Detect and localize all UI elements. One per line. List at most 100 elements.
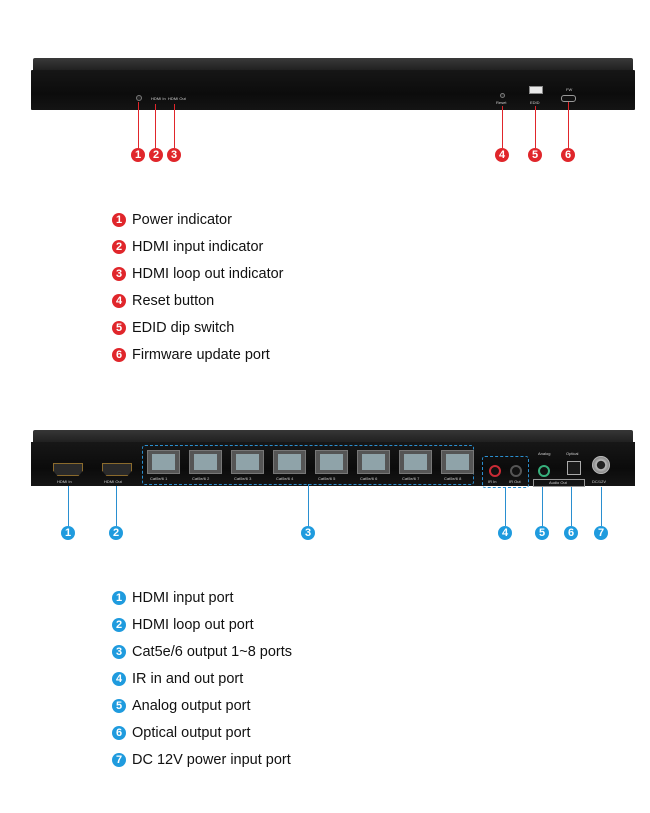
legend-text: Firmware update port: [132, 346, 270, 363]
front-legend-item: 4 Reset button: [112, 287, 284, 314]
rear-callout-badge-2: 2: [109, 526, 123, 540]
cat-port-5[interactable]: [315, 450, 348, 474]
legend-text: Reset button: [132, 292, 215, 309]
front-legend-item: 1 Power indicator: [112, 206, 284, 233]
rear-callout-badge-1: 1: [61, 526, 75, 540]
front-legend-item: 2 HDMI input indicator: [112, 233, 284, 260]
callout-line-1: [138, 102, 139, 148]
legend-badge: 1: [112, 590, 126, 605]
cat-port-label: Cat5e/6 3: [234, 476, 252, 481]
callout-badge-2: 2: [149, 148, 163, 162]
rear-legend-item: 2 HDMI loop out port: [112, 611, 292, 638]
edid-dip-switch[interactable]: [529, 86, 543, 94]
front-legend-item: 6 Firmware update port: [112, 341, 284, 368]
legend-text: IR in and out port: [132, 670, 244, 687]
rear-callout-line-7: [601, 487, 602, 526]
hdmi-out-port-label: HDMI Out: [104, 479, 122, 484]
legend-badge: 7: [112, 752, 126, 767]
cat-port-label: Cat5e/6 8: [444, 476, 462, 481]
cat-port-label: Cat5e/6 1: [150, 476, 168, 481]
rear-callout-line-3: [308, 484, 309, 526]
optical-port[interactable]: [567, 461, 581, 475]
rear-legend-item: 6 Optical output port: [112, 719, 292, 746]
callout-badge-4: 4: [495, 148, 509, 162]
rear-callout-line-1: [68, 486, 69, 526]
legend-badge: 5: [112, 320, 126, 335]
cat-port-label: Cat5e/6 2: [192, 476, 210, 481]
callout-line-2: [155, 104, 156, 148]
dc-power-jack[interactable]: [592, 456, 610, 474]
audio-out-box: [533, 479, 585, 487]
legend-badge: 2: [112, 239, 126, 254]
legend-text: Analog output port: [132, 697, 251, 714]
front-panel-top: [33, 58, 633, 72]
rear-callout-badge-7: 7: [594, 526, 608, 540]
hdmi-in-label: HDMI In: [151, 96, 166, 101]
rear-callout-badge-6: 6: [564, 526, 578, 540]
callout-badge-5: 5: [528, 148, 542, 162]
legend-text: EDID dip switch: [132, 319, 235, 336]
rear-panel-top: [33, 430, 633, 444]
cat-port-1[interactable]: [147, 450, 180, 474]
legend-badge: 2: [112, 617, 126, 632]
callout-line-4: [502, 106, 503, 148]
ir-out-label: IR Out: [509, 479, 521, 484]
rear-callout-line-5: [542, 487, 543, 526]
cat-port-3[interactable]: [231, 450, 264, 474]
legend-badge: 1: [112, 212, 126, 227]
front-legend-item: 5 EDID dip switch: [112, 314, 284, 341]
legend-badge: 4: [112, 293, 126, 308]
legend-text: Cat5e/6 output 1~8 ports: [132, 643, 293, 660]
cat-port-4[interactable]: [273, 450, 306, 474]
legend-badge: 6: [112, 347, 126, 362]
ir-out-jack[interactable]: [510, 465, 522, 477]
ir-in-label: IR In: [488, 479, 497, 484]
ir-in-jack[interactable]: [489, 465, 501, 477]
cat-port-8[interactable]: [441, 450, 474, 474]
cat-port-6[interactable]: [357, 450, 390, 474]
rear-callout-line-4: [505, 487, 506, 526]
power-led: [136, 95, 142, 101]
callout-badge-3: 3: [167, 148, 181, 162]
firmware-usb-port[interactable]: [561, 95, 576, 102]
callout-line-6: [568, 102, 569, 148]
audio-out-label: Audio Out: [549, 480, 567, 485]
rear-legend-item: 3 Cat5e/6 output 1~8 ports: [112, 638, 292, 665]
legend-text: Power indicator: [132, 211, 232, 228]
cat-port-7[interactable]: [399, 450, 432, 474]
callout-badge-1: 1: [131, 148, 145, 162]
legend-badge: 6: [112, 725, 126, 740]
front-legend: 1 Power indicator 2 HDMI input indicator…: [112, 206, 284, 368]
cat-port-label: Cat5e/6 6: [360, 476, 378, 481]
analog-label: Analog: [538, 451, 551, 456]
hdmi-in-port-label: HDMI In: [57, 479, 72, 484]
callout-line-3: [174, 104, 175, 148]
dc-label: DC/12V: [592, 479, 607, 484]
fw-label: FW: [566, 87, 573, 92]
reset-label: Reset: [496, 100, 507, 105]
rear-callout-line-6: [571, 487, 572, 526]
edid-label: EDID: [530, 100, 540, 105]
legend-text: HDMI loop out indicator: [132, 265, 284, 282]
legend-badge: 3: [112, 644, 126, 659]
legend-text: DC 12V power input port: [132, 751, 291, 768]
legend-badge: 4: [112, 671, 126, 686]
optical-label: Optical: [566, 451, 579, 456]
cat-port-label: Cat5e/6 7: [402, 476, 420, 481]
rear-callout-badge-4: 4: [498, 526, 512, 540]
analog-jack[interactable]: [538, 465, 550, 477]
legend-badge: 3: [112, 266, 126, 281]
legend-text: Optical output port: [132, 724, 251, 741]
cat-port-label: Cat5e/6 5: [318, 476, 336, 481]
reset-button[interactable]: [500, 93, 505, 98]
legend-text: HDMI input indicator: [132, 238, 264, 255]
hdmi-out-port[interactable]: [102, 463, 132, 476]
hdmi-out-label: HDMI Out: [168, 96, 186, 101]
front-panel-face: [31, 70, 635, 110]
cat-port-2[interactable]: [189, 450, 222, 474]
hdmi-in-port[interactable]: [53, 463, 83, 476]
legend-badge: 5: [112, 698, 126, 713]
legend-text: HDMI loop out port: [132, 616, 254, 633]
callout-line-5: [535, 106, 536, 148]
rear-legend: 1 HDMI input port 2 HDMI loop out port 3…: [112, 584, 292, 773]
